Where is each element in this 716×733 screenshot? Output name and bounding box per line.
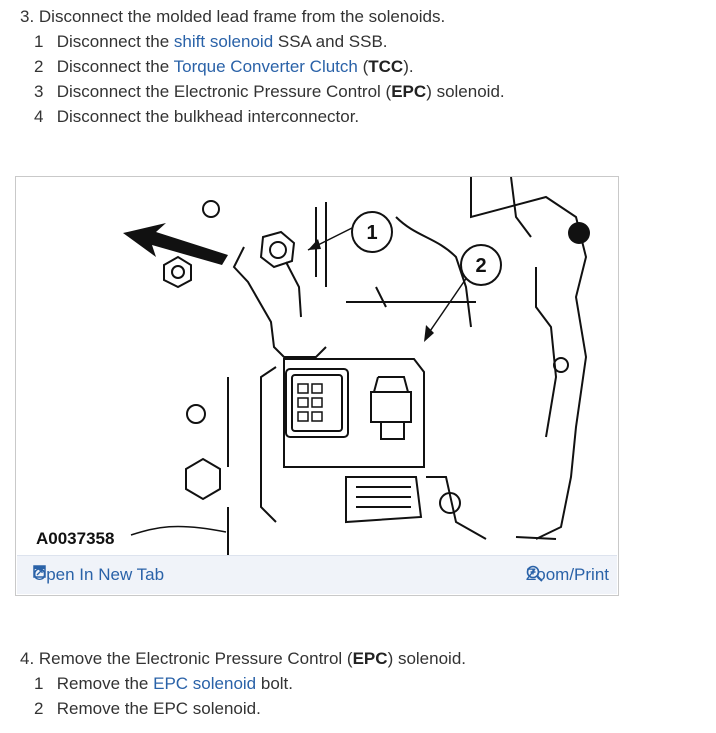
torque-converter-clutch-link[interactable]: Torque Converter Clutch <box>173 57 358 76</box>
item-text: Disconnect the <box>56 57 174 76</box>
step-4-title: 4. Remove the Electronic Pressure Contro… <box>20 646 466 671</box>
item-text: Disconnect the bulkhead interconnector. <box>56 107 360 126</box>
tcc-abbrev: TCC <box>368 57 404 76</box>
item-text: SSA and SSB. <box>273 32 388 51</box>
zoom-print-link[interactable]: Zoom/Print <box>526 565 609 585</box>
item-text: Disconnect the <box>56 32 174 51</box>
item-text: Remove the <box>56 674 154 693</box>
callout-2: 2 <box>460 244 502 286</box>
item-number: 3 <box>34 82 44 101</box>
figure-container: 1 2 A0037358 Open In New Tab Zoom/Print <box>15 176 619 596</box>
step-4-title-text: ) solenoid. <box>387 649 466 668</box>
item-number: 4 <box>34 107 44 126</box>
open-in-new-tab-label: Open In New Tab <box>33 565 165 584</box>
step-3-item-4: 4 Disconnect the bulkhead interconnector… <box>34 104 359 129</box>
step-3-title: 3. Disconnect the molded lead frame from… <box>20 7 446 26</box>
item-text: ( <box>357 57 369 76</box>
step-3-item-2: 2 Disconnect the Torque Converter Clutch… <box>34 54 414 79</box>
callout-1: 1 <box>351 211 393 253</box>
step-4-item-2: 2 Remove the EPC solenoid. <box>34 696 261 721</box>
solenoid-diagram[interactable]: 1 2 <box>16 177 618 557</box>
shift-solenoid-link[interactable]: shift solenoid <box>173 32 274 51</box>
open-in-new-tab-icon <box>33 565 46 578</box>
open-in-new-tab-link[interactable]: Open In New Tab <box>33 565 164 585</box>
item-text: Remove the EPC solenoid. <box>56 699 261 718</box>
figure-footer: Open In New Tab Zoom/Print <box>17 555 617 594</box>
figure-id-label: A0037358 <box>36 529 115 548</box>
bolt-icon <box>568 222 590 244</box>
item-number: 2 <box>34 699 44 718</box>
step-4-item-1: 1 Remove the EPC solenoid bolt. <box>34 671 293 696</box>
item-number: 1 <box>34 32 44 51</box>
step-3-item-1: 1 Disconnect the shift solenoid SSA and … <box>34 29 388 54</box>
item-text: ). <box>403 57 414 76</box>
item-number: 1 <box>34 674 44 693</box>
callout-2-label: 2 <box>475 255 486 277</box>
item-number: 2 <box>34 57 44 76</box>
item-text: ) solenoid. <box>426 82 505 101</box>
item-text: bolt. <box>256 674 293 693</box>
zoom-print-label: Zoom/Print <box>525 565 609 584</box>
item-text: Disconnect the Electronic Pressure Contr… <box>56 82 392 101</box>
epc-solenoid-link[interactable]: EPC solenoid <box>153 674 257 693</box>
step-3-item-3: 3 Disconnect the Electronic Pressure Con… <box>34 79 505 104</box>
epc-abbrev: EPC <box>352 649 388 668</box>
step-4-title-text: 4. Remove the Electronic Pressure Contro… <box>20 649 353 668</box>
arrow-pointer-icon <box>123 223 228 265</box>
zoom-icon <box>526 565 543 582</box>
callout-1-label: 1 <box>366 222 377 244</box>
epc-abbrev: EPC <box>391 82 427 101</box>
